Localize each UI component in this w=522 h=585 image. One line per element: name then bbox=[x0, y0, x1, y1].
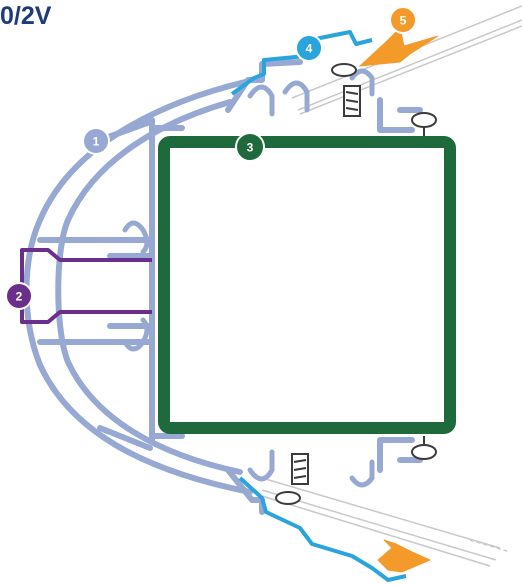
glass-panel-bottom bbox=[261, 477, 511, 567]
frame-profile bbox=[23, 59, 423, 515]
callout-2-number: 2 bbox=[16, 290, 23, 304]
callout-3: 3 bbox=[235, 132, 265, 162]
diagram-title: 0/2V bbox=[0, 2, 52, 30]
callout-1: 1 bbox=[82, 127, 110, 155]
callout-5-number: 5 bbox=[400, 14, 407, 28]
callout-3-number: 3 bbox=[247, 141, 254, 155]
callout-5: 5 bbox=[389, 6, 417, 34]
frame-clip-bumps bbox=[122, 68, 375, 488]
steel-core-tube bbox=[158, 136, 456, 434]
screw-head-right-bottom bbox=[411, 436, 437, 460]
screw-head-right-top bbox=[411, 112, 437, 136]
callout-4: 4 bbox=[295, 34, 323, 62]
seal-bottom bbox=[377, 539, 432, 573]
screw-top bbox=[331, 63, 361, 117]
callout-4-number: 4 bbox=[306, 42, 313, 56]
callout-1-number: 1 bbox=[93, 135, 100, 149]
gasket-bottom bbox=[238, 476, 407, 582]
seal-top bbox=[358, 27, 439, 67]
screw-bottom bbox=[275, 453, 309, 505]
callout-2: 2 bbox=[5, 282, 33, 310]
center-insert bbox=[20, 248, 152, 324]
